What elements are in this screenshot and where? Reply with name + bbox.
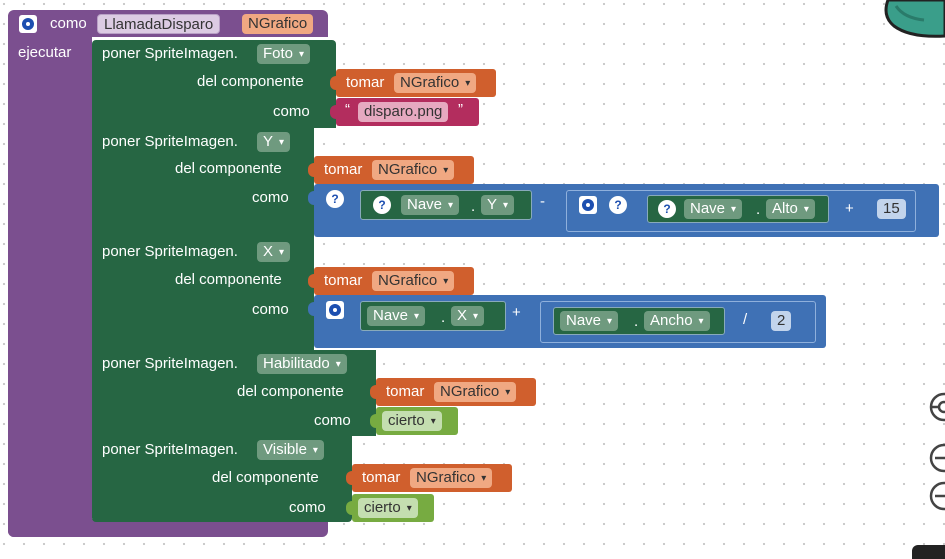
mutator-gear-icon[interactable] [19, 15, 37, 33]
procedure-definition-block[interactable]: como LlamadaDisparo NGrafico [8, 10, 328, 37]
component-label: del componente [237, 383, 344, 400]
mutator-gear-icon[interactable] [579, 196, 597, 214]
help-icon[interactable]: ? [658, 200, 676, 218]
get-block[interactable]: tomar NGrafico [330, 69, 496, 97]
component-dropdown[interactable]: Nave [401, 195, 460, 215]
math-add-block[interactable]: ? ? Nave . Alto + 15 [566, 190, 916, 232]
component-getter[interactable]: Nave . X [360, 301, 506, 331]
var-dropdown[interactable]: NGrafico [372, 160, 455, 180]
math-subtract-block[interactable]: ? ? Nave . Y - ? ? Nave . Alto + 15 [308, 184, 939, 237]
get-label: tomar [386, 383, 425, 400]
component-label: del componente [212, 469, 319, 486]
set-label: poner SpriteImagen. [102, 243, 238, 260]
set-label: poner SpriteImagen. [102, 133, 238, 150]
set-block-y[interactable]: poner SpriteImagen. Y del componente com… [92, 128, 314, 238]
math-divide-block[interactable]: Nave . Ancho / 2 [540, 301, 816, 343]
mutator-gear-icon[interactable] [326, 301, 344, 319]
property-dropdown[interactable]: Foto [257, 44, 311, 64]
to-label: como [273, 103, 310, 120]
help-icon[interactable]: ? [609, 196, 627, 214]
get-label: tomar [324, 161, 363, 178]
backpack-icon[interactable] [912, 545, 945, 559]
to-label: como [314, 412, 351, 429]
component-dropdown[interactable]: Nave [367, 306, 426, 326]
operator-label: + [845, 200, 854, 217]
get-block[interactable]: tomar NGrafico [370, 378, 536, 406]
get-label: tomar [324, 272, 363, 289]
set-block-visible[interactable]: poner SpriteImagen. Visible del componen… [92, 436, 352, 522]
bool-dropdown[interactable]: cierto [382, 411, 442, 431]
var-dropdown[interactable]: NGrafico [434, 382, 517, 402]
property-dropdown[interactable]: Y [257, 132, 291, 152]
component-label: del componente [175, 271, 282, 288]
var-dropdown[interactable]: NGrafico [410, 468, 493, 488]
prop-dropdown[interactable]: Y [481, 195, 515, 215]
get-block[interactable]: tomar NGrafico [308, 156, 474, 184]
property-dropdown[interactable]: Habilitado [257, 354, 347, 374]
prop-dropdown[interactable]: X [451, 306, 485, 326]
component-label: del componente [197, 73, 304, 90]
set-label: poner SpriteImagen. [102, 45, 238, 62]
component-dropdown[interactable]: Nave [560, 311, 619, 331]
procedure-name-field[interactable]: LlamadaDisparo [97, 14, 221, 34]
component-getter[interactable]: Nave . Ancho [553, 307, 725, 335]
number-field[interactable]: 2 [771, 311, 792, 331]
trash-can-icon[interactable] [880, 0, 945, 42]
procedure-keyword: como [50, 15, 87, 32]
var-dropdown[interactable]: NGrafico [372, 271, 455, 291]
any-component-getter[interactable]: ? Nave . Y [360, 190, 532, 220]
close-quote: ” [458, 101, 463, 118]
get-label: tomar [346, 74, 385, 91]
component-dropdown[interactable]: Nave [684, 199, 743, 219]
do-label: ejecutar [18, 44, 72, 61]
get-label: tomar [362, 469, 401, 486]
text-block[interactable]: “ disparo.png ” [330, 98, 479, 126]
set-block-habilitado[interactable]: poner SpriteImagen. Habilitado del compo… [92, 350, 376, 436]
bool-dropdown[interactable]: cierto [358, 498, 418, 518]
number-field[interactable]: 15 [877, 199, 906, 219]
get-block[interactable]: tomar NGrafico [308, 267, 474, 295]
to-label: como [289, 499, 326, 516]
open-quote: “ [345, 101, 350, 118]
operator-label: - [540, 193, 545, 210]
set-label: poner SpriteImagen. [102, 441, 238, 458]
set-block-x[interactable]: poner SpriteImagen. X del componente com… [92, 238, 314, 350]
procedure-footer [8, 519, 328, 537]
procedure-body-spine [8, 37, 92, 537]
set-block-foto[interactable]: poner SpriteImagen. Foto del componente … [92, 40, 336, 128]
prop-dropdown[interactable]: Ancho [644, 311, 710, 331]
zoom-reset-icon[interactable] [928, 392, 945, 422]
var-dropdown[interactable]: NGrafico [394, 73, 477, 93]
text-value-field[interactable]: disparo.png [358, 102, 449, 122]
help-icon[interactable]: ? [373, 196, 391, 214]
prop-dropdown[interactable]: Alto [766, 199, 815, 219]
get-block[interactable]: tomar NGrafico [346, 464, 512, 492]
procedure-param-field[interactable]: NGrafico [242, 14, 314, 34]
logic-true-block[interactable]: cierto [346, 494, 434, 522]
zoom-out-icon[interactable] [928, 481, 945, 511]
property-dropdown[interactable]: Visible [257, 440, 324, 460]
set-label: poner SpriteImagen. [102, 355, 238, 372]
to-label: como [252, 189, 289, 206]
operator-label: + [512, 304, 521, 321]
zoom-in-icon[interactable] [928, 443, 945, 473]
logic-true-block[interactable]: cierto [370, 407, 458, 435]
operator-label: / [743, 311, 748, 328]
help-icon[interactable]: ? [326, 190, 344, 208]
property-dropdown[interactable]: X [257, 242, 291, 262]
component-label: del componente [175, 160, 282, 177]
math-add-block[interactable]: Nave . X + Nave . Ancho / 2 [308, 295, 826, 348]
to-label: como [252, 301, 289, 318]
any-component-getter[interactable]: ? Nave . Alto [647, 195, 829, 223]
